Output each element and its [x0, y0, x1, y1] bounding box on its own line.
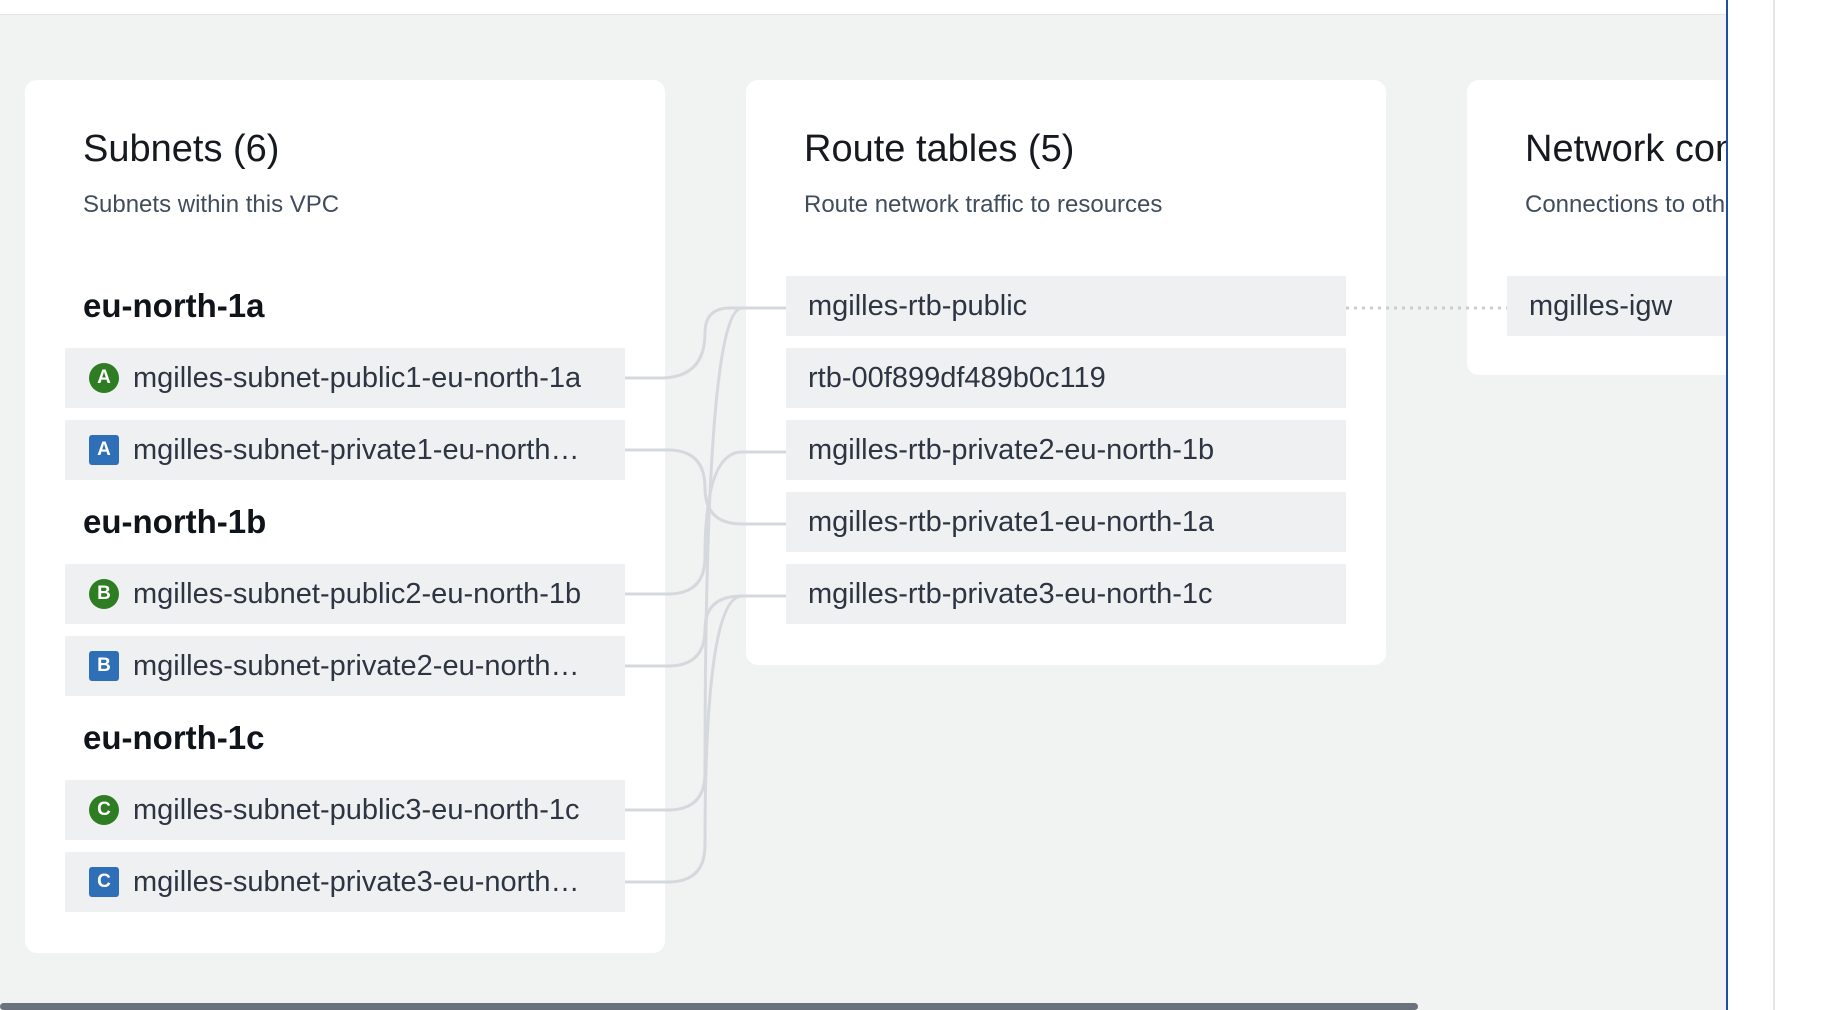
- public-subnet-badge-icon: A: [89, 363, 119, 393]
- private-subnet-badge-icon: C: [89, 867, 119, 897]
- private-subnet-badge-icon: A: [89, 435, 119, 465]
- private-subnet-badge-icon: B: [89, 651, 119, 681]
- subnet-item[interactable]: C mgilles-subnet-public3-eu-north-1c: [65, 780, 625, 840]
- subnet-item[interactable]: B mgilles-subnet-public2-eu-north-1b: [65, 564, 625, 624]
- right-side-panel-edge: [1726, 0, 1826, 1010]
- subnets-subtitle: Subnets within this VPC: [83, 191, 340, 218]
- network-connections-subtitle: Connections to oth: [1525, 191, 1726, 218]
- horizontal-scrollbar[interactable]: [0, 1003, 1418, 1010]
- subnets-panel: Subnets (6) Subnets within this VPC eu-n…: [25, 80, 665, 953]
- route-tables-title: Route tables (5): [804, 128, 1075, 170]
- route-tables-subtitle: Route network traffic to resources: [804, 191, 1163, 218]
- connector-line: [625, 594, 786, 884]
- public-subnet-badge-icon: B: [89, 579, 119, 609]
- route-table-item[interactable]: mgilles-rtb-private3-eu-north-1c: [786, 564, 1346, 624]
- zone-heading-eu-north-1b: eu-north-1b: [83, 503, 267, 540]
- connector-line: [625, 306, 786, 380]
- subnet-item[interactable]: C mgilles-subnet-private3-eu-north…: [65, 852, 625, 912]
- route-table-item[interactable]: mgilles-rtb-private2-eu-north-1b: [786, 420, 1346, 480]
- subnets-title: Subnets (6): [83, 128, 280, 170]
- zone-heading-eu-north-1c: eu-north-1c: [83, 719, 265, 756]
- route-table-item[interactable]: mgilles-rtb-public: [786, 276, 1346, 336]
- network-connection-item[interactable]: mgilles-igw: [1507, 276, 1726, 336]
- route-table-item[interactable]: rtb-00f899df489b0c119: [786, 348, 1346, 408]
- network-connections-title: Network con: [1525, 128, 1726, 170]
- route-table-item[interactable]: mgilles-rtb-private1-eu-north-1a: [786, 492, 1346, 552]
- top-bar: [0, 0, 1726, 15]
- connector-line: [625, 450, 786, 596]
- subnet-item[interactable]: A mgilles-subnet-private1-eu-north…: [65, 420, 625, 480]
- route-tables-panel: Route tables (5) Route network traffic t…: [746, 80, 1386, 665]
- subnet-item[interactable]: B mgilles-subnet-private2-eu-north…: [65, 636, 625, 696]
- network-connections-panel: Network con Connections to oth mgilles-i…: [1467, 80, 1726, 375]
- connector-line: [625, 306, 786, 812]
- connector-line: [625, 448, 786, 526]
- subnet-item[interactable]: A mgilles-subnet-public1-eu-north-1a: [65, 348, 625, 408]
- public-subnet-badge-icon: C: [89, 795, 119, 825]
- zone-heading-eu-north-1a: eu-north-1a: [83, 287, 265, 324]
